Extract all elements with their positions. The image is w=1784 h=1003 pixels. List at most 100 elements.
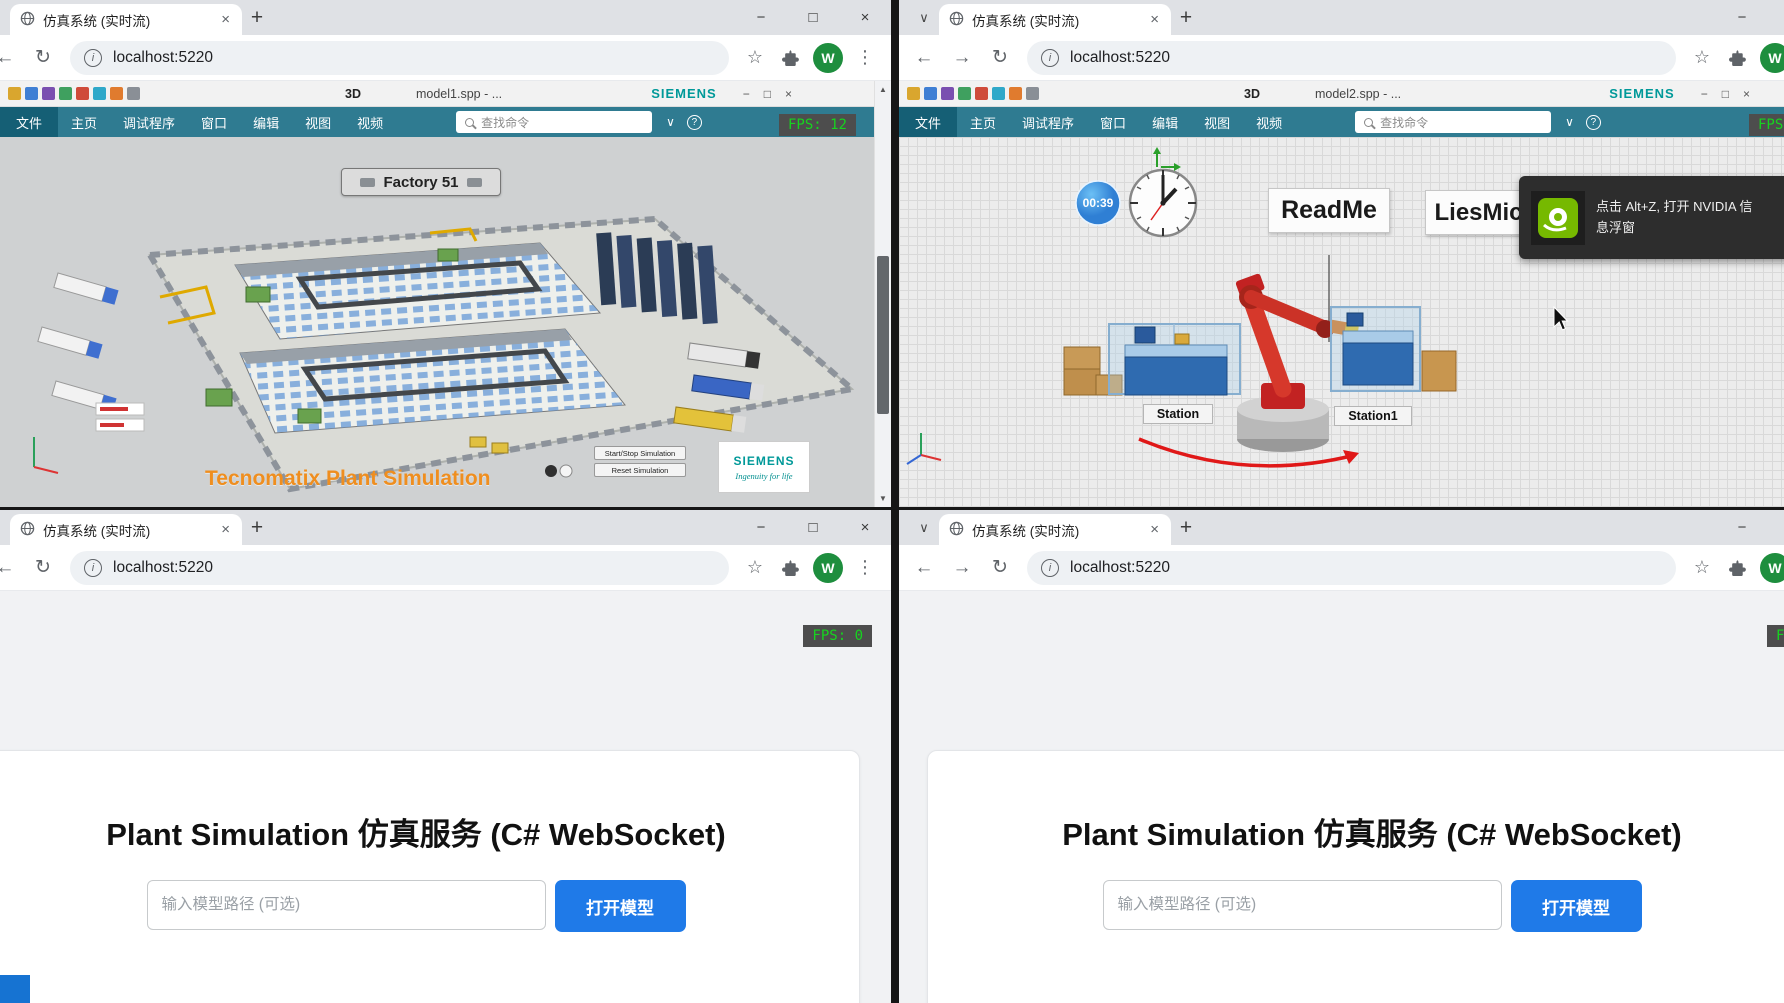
toolbar-icon[interactable]	[42, 87, 55, 100]
profile-avatar[interactable]: W	[1760, 42, 1784, 73]
extensions-icon[interactable]	[1722, 552, 1754, 584]
back-button[interactable]: ←	[914, 556, 934, 578]
open-model-button[interactable]: 打开模型	[1510, 880, 1642, 932]
profile-avatar[interactable]: W	[813, 552, 843, 583]
toolbar-icon[interactable]	[941, 87, 954, 100]
ribbon-tab[interactable]: 调试程序	[1022, 115, 1075, 131]
toolbar-icon[interactable]	[1026, 87, 1039, 100]
address-bar[interactable]: i localhost:5220	[1027, 40, 1676, 75]
ribbon-tab[interactable]: 窗口	[201, 115, 228, 131]
new-tab-button[interactable]: +	[1179, 516, 1193, 539]
model-path-input[interactable]	[1102, 880, 1502, 930]
window-minimize-button[interactable]: −	[1737, 519, 1747, 536]
browser-tab[interactable]: 仿真系统 (实时流) ×	[10, 514, 242, 545]
window-maximize-button[interactable]: □	[1768, 0, 1784, 35]
liesmic-sign[interactable]: LiesMic	[1425, 190, 1532, 235]
toolbar-icon[interactable]	[59, 87, 72, 100]
ribbon-tab-file[interactable]: 文件	[899, 107, 958, 137]
plantsim-minimize-button[interactable]: −	[1700, 86, 1708, 101]
toolbar-icon[interactable]	[25, 87, 38, 100]
address-bar[interactable]: i localhost:5220	[70, 550, 729, 585]
scroll-thumb[interactable]	[877, 256, 889, 414]
bookmark-star-icon[interactable]: ☆	[746, 47, 764, 67]
bookmark-star-icon[interactable]: ☆	[1693, 47, 1711, 67]
command-search-box[interactable]: 查找命令	[1355, 111, 1552, 133]
tab-close-icon[interactable]: ×	[221, 521, 230, 538]
reload-button[interactable]: ↻	[992, 47, 1008, 68]
toolbar-icon[interactable]	[907, 87, 920, 100]
ribbon-tab[interactable]: 视图	[305, 115, 332, 131]
window-maximize-button[interactable]: □	[1768, 510, 1784, 545]
forward-button[interactable]: →	[952, 556, 972, 578]
sim-viewport-factory[interactable]: Factory 51 Tecnomatix Plant Simulation S…	[0, 137, 874, 507]
extensions-icon[interactable]	[775, 42, 807, 74]
bookmark-star-icon[interactable]: ☆	[746, 557, 764, 577]
window-maximize-button[interactable]: □	[808, 519, 818, 536]
tab-close-icon[interactable]: ×	[221, 11, 230, 28]
ribbon-tab[interactable]: 视频	[1256, 115, 1283, 131]
help-icon[interactable]: ?	[1585, 114, 1601, 130]
back-button[interactable]: ←	[0, 556, 15, 578]
new-tab-button[interactable]: +	[250, 516, 264, 539]
plantsim-maximize-button[interactable]: □	[763, 86, 771, 101]
new-tab-button[interactable]: +	[250, 6, 264, 29]
toolbar-icon[interactable]	[76, 87, 89, 100]
plantsim-maximize-button[interactable]: □	[1721, 86, 1729, 101]
toolbar-icon[interactable]	[975, 87, 988, 100]
plantsim-minimize-button[interactable]: −	[742, 86, 750, 101]
ribbon-tab-file[interactable]: 文件	[0, 107, 59, 137]
browser-tab[interactable]: 仿真系统 (实时流) ×	[939, 514, 1171, 545]
ribbon-tab[interactable]: 窗口	[1100, 115, 1127, 131]
address-bar[interactable]: i localhost:5220	[70, 40, 729, 75]
extensions-icon[interactable]	[775, 552, 807, 584]
help-icon[interactable]: ?	[686, 114, 702, 130]
ribbon-tab[interactable]: 主页	[970, 115, 997, 131]
tab-close-icon[interactable]: ×	[1150, 521, 1159, 538]
ribbon-tab[interactable]: 编辑	[253, 115, 280, 131]
profile-avatar[interactable]: W	[1760, 552, 1784, 583]
start-stop-simulation-button[interactable]: Start/Stop Simulation	[594, 446, 686, 460]
readme-sign[interactable]: ReadMe	[1268, 188, 1390, 233]
open-model-button[interactable]: 打开模型	[554, 880, 686, 932]
toolbar-icon[interactable]	[924, 87, 937, 100]
reset-simulation-button[interactable]: Reset Simulation	[594, 463, 686, 477]
toolbar-icon[interactable]	[8, 87, 21, 100]
site-info-icon[interactable]: i	[1041, 558, 1059, 577]
window-minimize-button[interactable]: −	[756, 519, 766, 536]
nvidia-overlay-toast[interactable]: 点击 Alt+Z, 打开 NVIDIA 信 息浮窗	[1519, 176, 1784, 259]
chevron-down-icon[interactable]: ∨	[1565, 115, 1574, 129]
sim-viewport-robot[interactable]: 00:39 ReadMe LiesMic Station Station1 点击…	[899, 137, 1784, 507]
model-path-input[interactable]	[146, 880, 546, 930]
window-close-button[interactable]: ×	[860, 519, 870, 536]
site-info-icon[interactable]: i	[84, 558, 102, 577]
back-button[interactable]: ←	[914, 46, 934, 68]
forward-button[interactable]: →	[952, 46, 972, 68]
command-search-box[interactable]: 查找命令	[456, 111, 653, 133]
plantsim-close-button[interactable]: ×	[1742, 86, 1750, 101]
toolbar-icon[interactable]	[110, 87, 123, 100]
ribbon-tab[interactable]: 主页	[71, 115, 98, 131]
toolbar-icon[interactable]	[127, 87, 140, 100]
reload-button[interactable]: ↻	[35, 47, 51, 68]
ribbon-tab[interactable]: 编辑	[1152, 115, 1179, 131]
toolbar-icon[interactable]	[992, 87, 1005, 100]
ribbon-tab[interactable]: 视频	[357, 115, 384, 131]
extensions-icon[interactable]	[1722, 42, 1754, 74]
tab-list-chevron-icon[interactable]: ∨	[919, 520, 929, 535]
page-scrollbar[interactable]: ▲ ▼	[874, 81, 891, 507]
address-bar[interactable]: i localhost:5220	[1027, 550, 1676, 585]
tab-list-chevron-icon[interactable]: ∨	[919, 10, 929, 25]
scroll-up-icon[interactable]: ▲	[879, 85, 887, 94]
site-info-icon[interactable]: i	[1041, 48, 1059, 67]
browser-tab[interactable]: 仿真系统 (实时流) ×	[10, 4, 242, 35]
browser-tab[interactable]: 仿真系统 (实时流) ×	[939, 4, 1171, 35]
back-button[interactable]: ←	[0, 46, 15, 68]
menu-dots-icon[interactable]: ⋮	[856, 47, 874, 67]
menu-dots-icon[interactable]: ⋮	[856, 557, 874, 577]
chevron-down-icon[interactable]: ∨	[666, 115, 675, 129]
plantsim-close-button[interactable]: ×	[784, 86, 792, 101]
scroll-down-icon[interactable]: ▼	[879, 494, 887, 503]
site-info-icon[interactable]: i	[84, 48, 102, 67]
bookmark-star-icon[interactable]: ☆	[1693, 557, 1711, 577]
ribbon-tab[interactable]: 视图	[1204, 115, 1231, 131]
